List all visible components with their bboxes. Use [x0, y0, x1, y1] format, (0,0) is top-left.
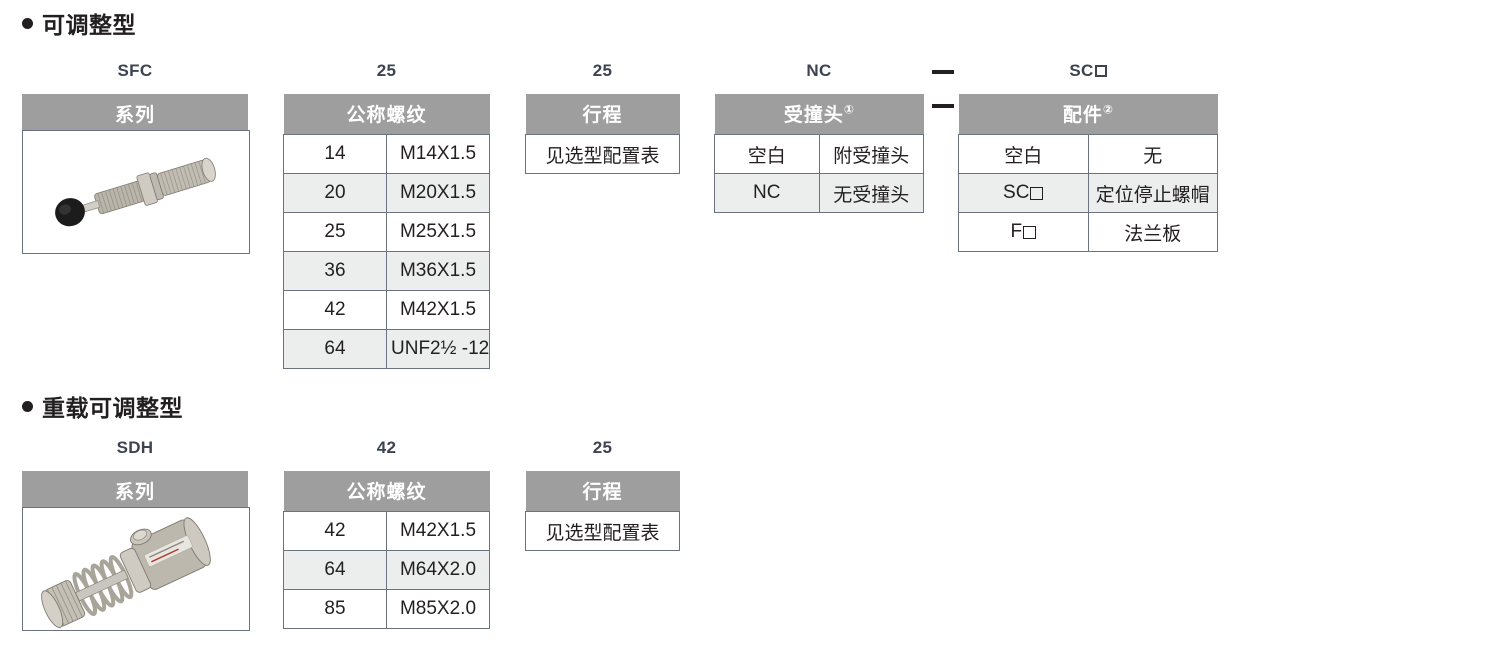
square-placeholder-icon	[1094, 65, 1107, 77]
thread-code: 64	[283, 550, 387, 590]
series-table-adjustable: 系列	[22, 94, 248, 134]
thread-spec: M20X1.5	[386, 173, 490, 213]
heavy-duty-shock-absorber-photo	[23, 508, 249, 630]
code-label-stroke-25-hd: 25	[592, 438, 613, 457]
section-heading-heavy-duty: 重载可调整型	[22, 389, 183, 423]
product-photo-heavy-duty	[22, 507, 250, 631]
accessory-table: 配件② 空白 无 SC 定位停止螺帽 F 法兰板	[958, 94, 1218, 252]
thread-spec: M25X1.5	[386, 212, 490, 252]
stroke-header: 行程	[525, 94, 680, 135]
table-row: F 法兰板	[958, 212, 1218, 252]
stroke-header: 行程	[525, 471, 680, 512]
table-row: 42 M42X1.5	[283, 290, 490, 330]
footnote-marker-1: ①	[843, 102, 855, 117]
table-row: 见选型配置表	[525, 134, 680, 174]
thread-code: 85	[283, 589, 387, 629]
thread-code: 42	[283, 511, 387, 551]
code-label-series-sfc: SFC	[117, 61, 153, 80]
footnote-marker-2: ②	[1102, 102, 1114, 117]
accessory-desc: 法兰板	[1087, 212, 1218, 252]
accessory-code-label: F	[1010, 221, 1023, 242]
thread-spec: M85X2.0	[386, 589, 490, 629]
accessory-code: SC	[958, 173, 1089, 213]
impact-head-desc: 附受撞头	[818, 134, 924, 174]
code-label-series-sdh: SDH	[116, 438, 154, 457]
bullet-icon	[22, 400, 33, 412]
thread-table-heavy-duty: 公称螺纹 42 M42X1.5 64 M64X2.0 85 M85X2.0	[283, 471, 490, 629]
thread-table-adjustable: 公称螺纹 14 M14X1.5 20 M20X1.5 25 M25X1.5 36…	[283, 94, 490, 369]
thread-code: 42	[283, 290, 387, 330]
impact-head-header-label: 受撞头	[783, 105, 844, 126]
bullet-icon	[22, 17, 33, 29]
table-row: 空白 附受撞头	[714, 134, 924, 174]
code-label-accessory-sc: SC	[958, 61, 1218, 81]
table-row: 25 M25X1.5	[283, 212, 490, 252]
stroke-table-adjustable: 行程 见选型配置表	[525, 94, 680, 174]
thread-code: 14	[283, 134, 387, 174]
table-row: 空白 无	[958, 134, 1218, 174]
series-header: 系列	[22, 471, 248, 511]
code-label-impact-head-nc: NC	[806, 61, 832, 80]
accessory-code: F	[958, 212, 1089, 252]
table-row: 见选型配置表	[525, 511, 680, 551]
thread-header: 公称螺纹	[283, 471, 490, 512]
thread-code: 36	[283, 251, 387, 291]
accessory-header: 配件②	[958, 94, 1218, 135]
table-row: 20 M20X1.5	[283, 173, 490, 213]
thread-spec: M64X2.0	[386, 550, 490, 590]
square-placeholder-icon	[1023, 226, 1037, 239]
accessory-header-label: 配件	[1062, 105, 1103, 126]
impact-head-code: 空白	[714, 134, 820, 174]
table-row: SC 定位停止螺帽	[958, 173, 1218, 213]
thread-spec: M42X1.5	[386, 290, 490, 330]
thread-header: 公称螺纹	[283, 94, 490, 135]
table-row: 85 M85X2.0	[283, 589, 490, 629]
thread-code: 64	[283, 329, 387, 369]
impact-head-header: 受撞头①	[714, 94, 924, 135]
code-label-thread-42: 42	[376, 438, 397, 457]
impact-head-desc: 无受撞头	[818, 173, 924, 213]
accessory-code-label: SC	[1003, 182, 1030, 203]
table-row: 36 M36X1.5	[283, 251, 490, 291]
table-row: 64 M64X2.0	[283, 550, 490, 590]
code-label-stroke-25: 25	[592, 61, 613, 80]
impact-head-table: 受撞头① 空白 附受撞头 NC 无受撞头	[714, 94, 924, 213]
stroke-value: 见选型配置表	[525, 134, 680, 174]
separator-dash-top	[932, 70, 954, 74]
section-heading-label: 重载可调整型	[42, 395, 183, 421]
stroke-value: 见选型配置表	[525, 511, 680, 551]
table-row: 42 M42X1.5	[283, 511, 490, 551]
code-label-thread-25: 25	[376, 61, 397, 80]
accessory-desc: 定位停止螺帽	[1087, 173, 1218, 213]
stroke-table-heavy-duty: 行程 见选型配置表	[525, 471, 680, 551]
thread-spec: M36X1.5	[386, 251, 490, 291]
series-header: 系列	[22, 94, 248, 134]
accessory-desc: 无	[1087, 134, 1218, 174]
thread-spec: UNF2½ -12	[386, 329, 490, 369]
adjustable-shock-absorber-photo	[23, 131, 249, 253]
table-row: 64 UNF2½ -12	[283, 329, 490, 369]
product-photo-adjustable	[22, 130, 250, 254]
section-heading-adjustable: 可调整型	[22, 6, 136, 40]
accessory-code: 空白	[958, 134, 1089, 174]
thread-code: 20	[283, 173, 387, 213]
thread-spec: M42X1.5	[386, 511, 490, 551]
separator-dash-header	[932, 104, 954, 108]
table-row: NC 无受撞头	[714, 173, 924, 213]
table-row: 14 M14X1.5	[283, 134, 490, 174]
impact-head-code: NC	[714, 173, 820, 213]
thread-spec: M14X1.5	[386, 134, 490, 174]
square-placeholder-icon	[1030, 187, 1044, 200]
thread-code: 25	[283, 212, 387, 252]
series-table-heavy-duty: 系列	[22, 471, 248, 511]
section-heading-label: 可调整型	[42, 12, 136, 38]
